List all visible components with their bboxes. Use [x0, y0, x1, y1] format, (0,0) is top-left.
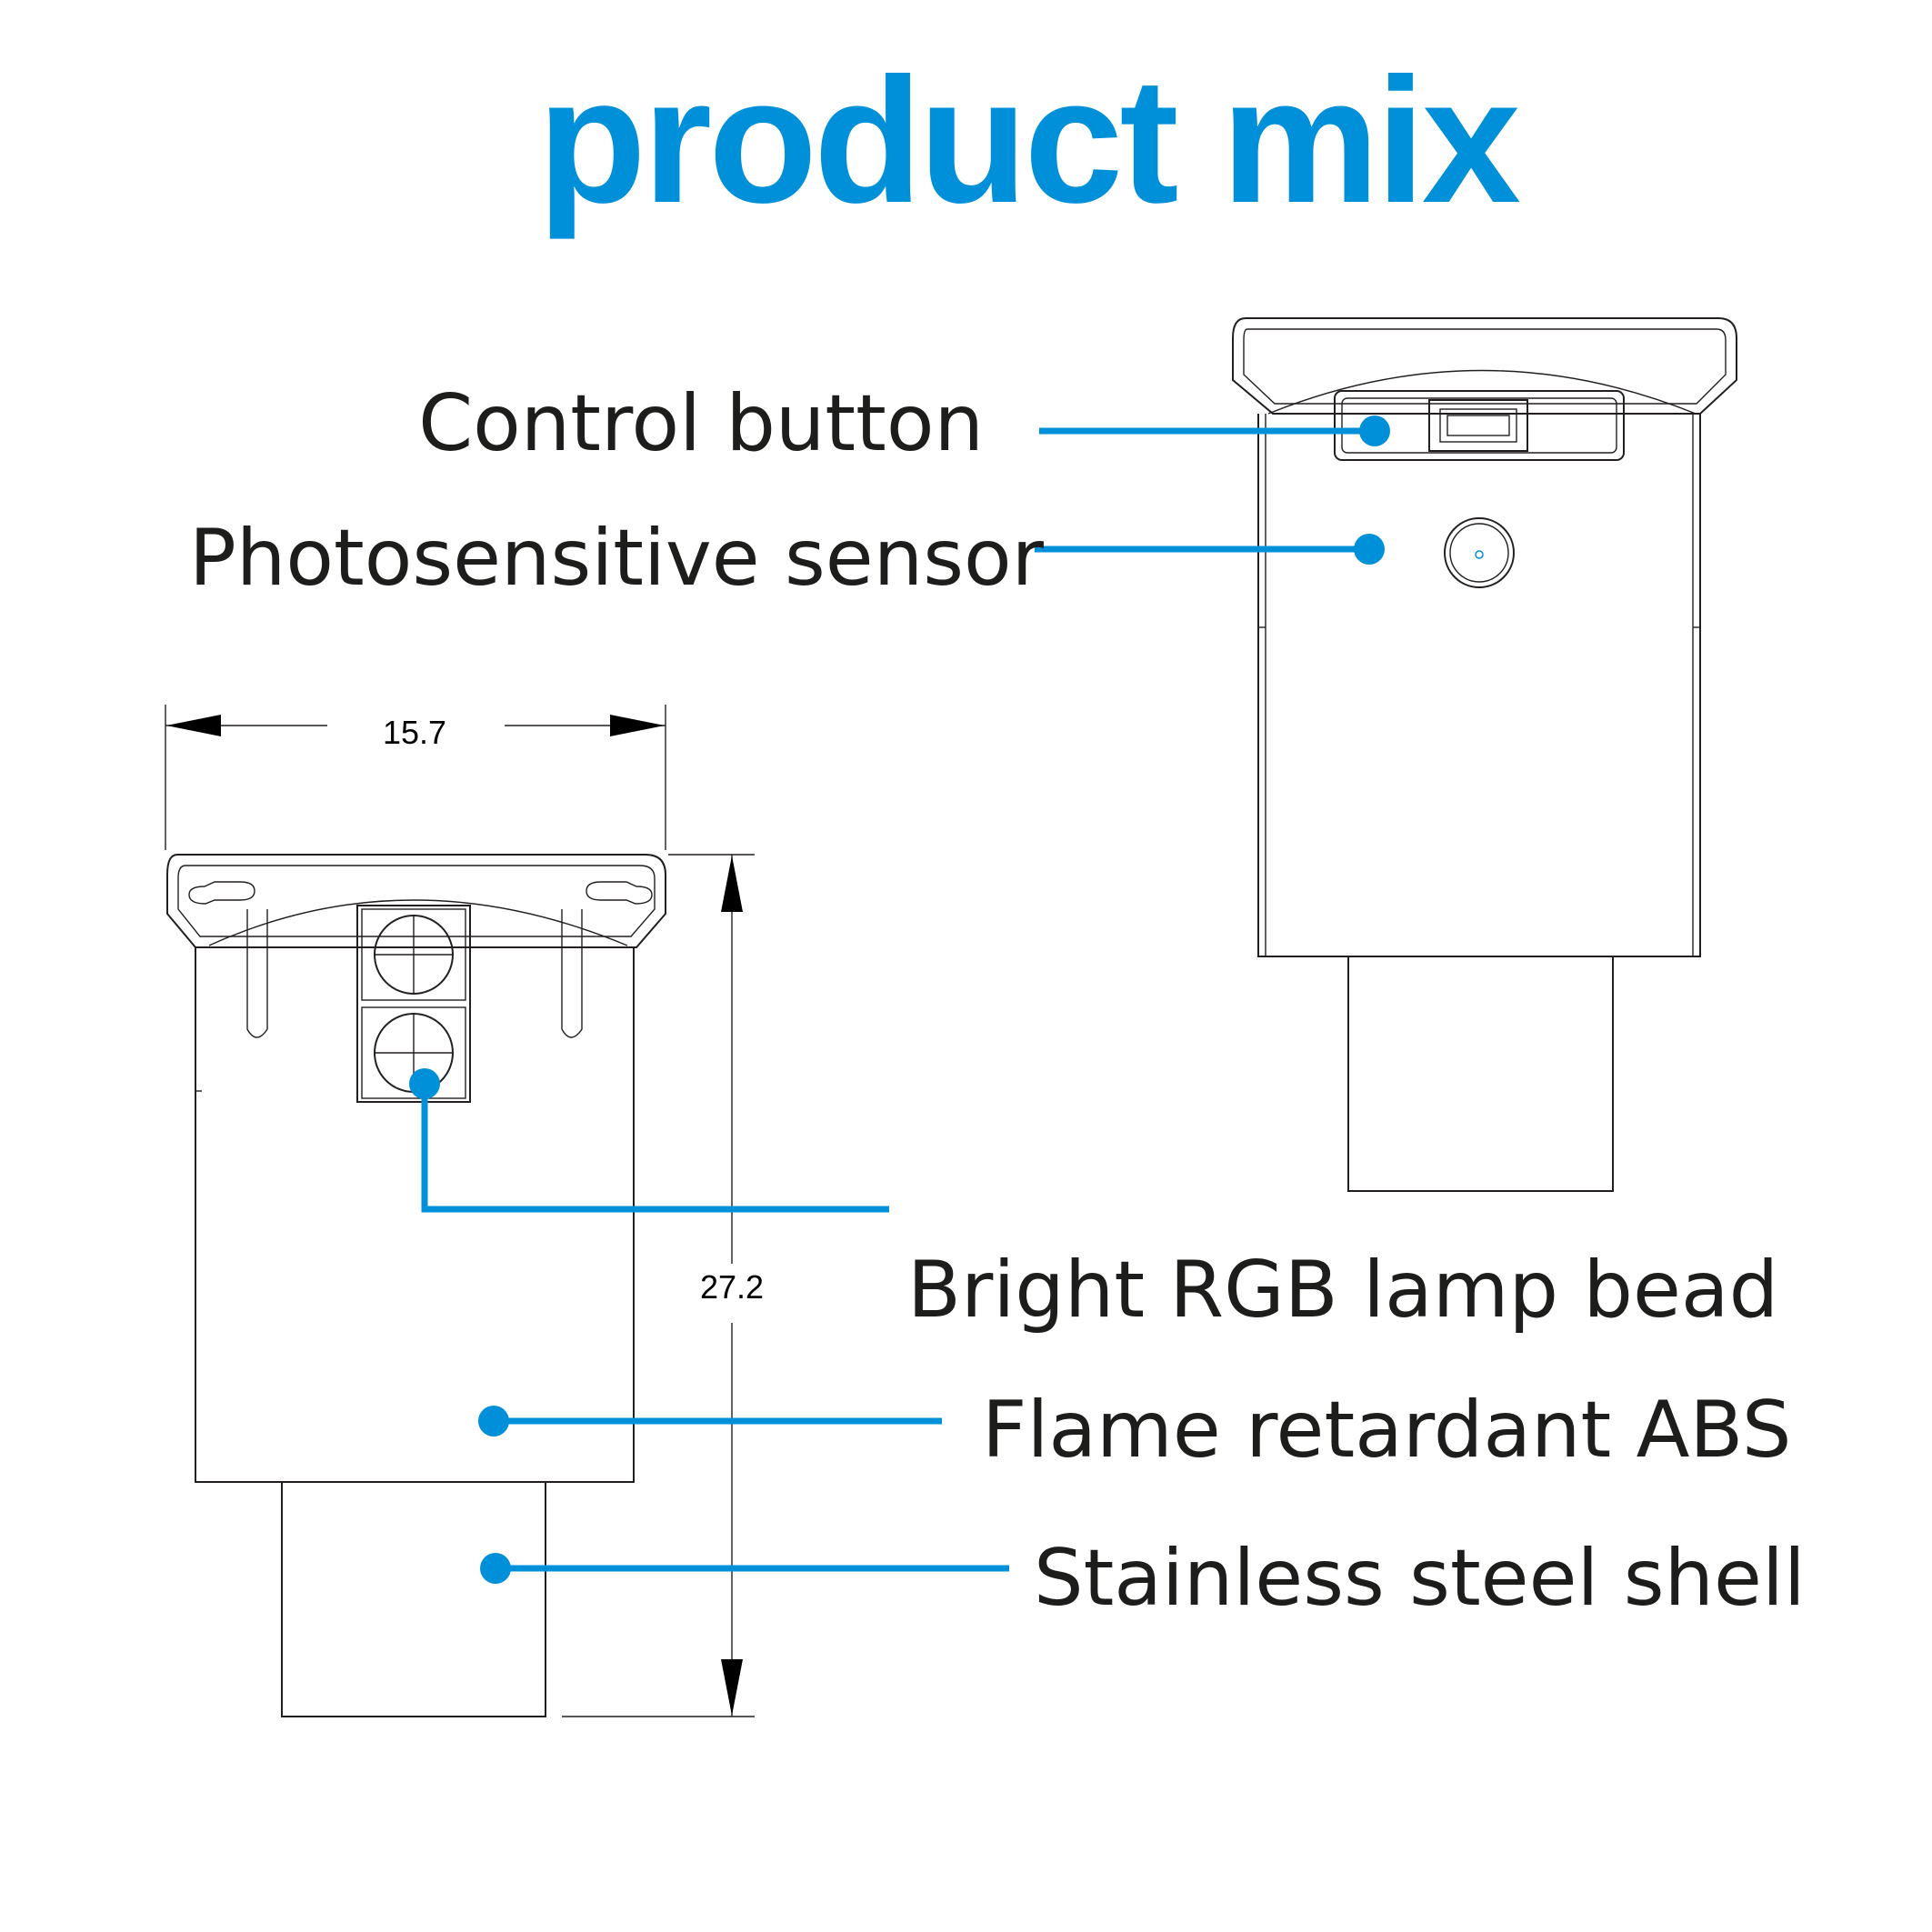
height-arrow-bottom: [721, 1659, 743, 1716]
label-control-button: Control button: [418, 378, 984, 469]
device-top-view: [1232, 317, 1737, 1192]
callout-flame-retardant-abs: Flame retardant ABS: [478, 1385, 1792, 1476]
label-flame-retardant-abs: Flame retardant ABS: [982, 1385, 1792, 1476]
callout-photosensitive-sensor: Photosensitive sensor: [189, 513, 1385, 604]
height-arrow-top: [721, 856, 743, 912]
width-dimension: 15.7: [165, 705, 666, 850]
width-value: 15.7: [383, 714, 446, 751]
height-dimension: 27.2: [562, 854, 764, 1717]
label-rgb-lamp-bead: Bright RGB lamp bead: [907, 1245, 1778, 1336]
device-front-view: [166, 854, 666, 1717]
callout-rgb-lamp-bead: Bright RGB lamp bead: [409, 1068, 1778, 1336]
label-photosensitive-sensor: Photosensitive sensor: [189, 513, 1045, 604]
page-title: product mix: [537, 41, 1520, 240]
width-arrow-left: [166, 715, 221, 736]
height-value: 27.2: [700, 1268, 764, 1306]
control-button-assembly: [1334, 390, 1625, 461]
label-stainless-steel-shell: Stainless steel shell: [1034, 1533, 1806, 1624]
callout-stainless-steel-shell: Stainless steel shell: [480, 1533, 1806, 1624]
width-arrow-right: [610, 715, 665, 736]
callout-control-button: Control button: [418, 378, 1390, 469]
rgb-lamp-bead-pair: [356, 905, 471, 1103]
photosensitive-sensor-window: [1444, 517, 1515, 588]
